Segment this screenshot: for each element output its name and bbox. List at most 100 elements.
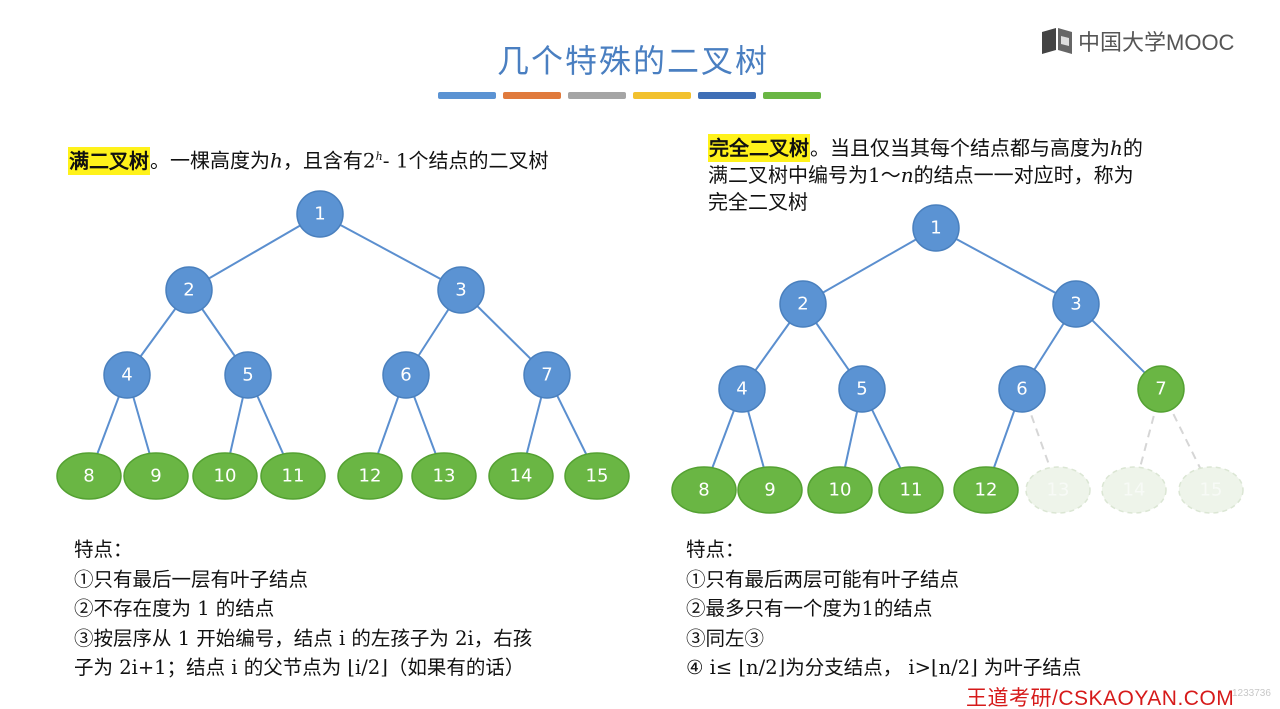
var-h: h xyxy=(270,148,283,173)
tree-node: 6 xyxy=(998,365,1046,413)
var-h: h xyxy=(1110,136,1123,160)
node-label: 4 xyxy=(736,379,747,400)
node-shape xyxy=(56,452,122,500)
tree-edge xyxy=(935,227,1077,305)
node-shape xyxy=(912,204,960,252)
node-label: 5 xyxy=(856,379,867,400)
notes-line: ③同左③ xyxy=(686,626,765,650)
node-shape xyxy=(1101,466,1167,514)
node-label: 8 xyxy=(698,480,709,501)
tree-node: 3 xyxy=(1052,280,1100,328)
node-shape xyxy=(838,365,886,413)
tree-node: 4 xyxy=(718,365,766,413)
notes-line: 子为 2i+1；结点 i 的父节点为 ⌊i/2⌋（如果有的话） xyxy=(74,656,525,679)
footer-watermark: 1233736 xyxy=(1232,688,1271,699)
node-shape xyxy=(807,466,873,514)
node-shape xyxy=(382,351,430,399)
tree-node: 9 xyxy=(737,466,803,514)
tree-node: 1 xyxy=(296,190,344,238)
title-stripe xyxy=(763,92,821,99)
node-label: 6 xyxy=(1016,379,1027,400)
node-label: 14 xyxy=(510,466,533,487)
node-shape xyxy=(165,266,213,314)
definition-text: 的 xyxy=(1122,136,1143,160)
tree-node: 2 xyxy=(779,280,827,328)
tree-node: 3 xyxy=(437,266,485,314)
tree-node: 12 xyxy=(337,452,403,500)
node-shape xyxy=(192,452,258,500)
tree-edge xyxy=(319,213,462,291)
node-label: 12 xyxy=(359,466,382,487)
definition-text: 的结点一一对应时，称为 xyxy=(913,163,1134,187)
node-label: 15 xyxy=(1200,480,1223,501)
node-label: 9 xyxy=(764,480,775,501)
node-shape xyxy=(1025,466,1091,514)
tree-node: 11 xyxy=(260,452,326,500)
node-shape xyxy=(296,190,344,238)
title-stripe xyxy=(698,92,756,99)
node-label: 6 xyxy=(400,365,411,386)
full-tree-properties: 特点： ①只有最后一层有叶子结点 ②不存在度为 1 的结点 ③按层序从 1 开始… xyxy=(74,535,532,683)
node-label: 2 xyxy=(183,280,194,301)
node-shape xyxy=(1052,280,1100,328)
node-label: 7 xyxy=(541,365,552,386)
node-shape xyxy=(123,452,189,500)
complete-tree-properties: 特点： ①只有最后两层可能有叶子结点 ②最多只有一个度为1的结点 ③同左③ ④ … xyxy=(686,535,1081,683)
tree-node: 10 xyxy=(807,466,873,514)
tree-node: 10 xyxy=(192,452,258,500)
notes-line: ②最多只有一个度为1的结点 xyxy=(686,597,933,620)
node-label: 7 xyxy=(1155,379,1166,400)
tree-edge xyxy=(188,213,321,291)
tree-node: 7 xyxy=(1137,365,1185,413)
node-shape xyxy=(337,452,403,500)
title-stripe xyxy=(438,92,496,99)
title-stripe xyxy=(633,92,691,99)
title-stripe xyxy=(568,92,626,99)
node-label: 3 xyxy=(455,280,466,301)
node-shape xyxy=(718,365,766,413)
definition-text: 。一棵高度为 xyxy=(150,148,270,173)
node-shape xyxy=(488,452,554,500)
tree-node: 4 xyxy=(103,351,151,399)
node-label: 12 xyxy=(975,480,998,501)
mooc-logo-text: 中国大学MOOC xyxy=(1078,30,1235,55)
notes-line: 特点： xyxy=(74,538,133,561)
node-shape xyxy=(737,466,803,514)
node-label: 11 xyxy=(282,466,305,487)
notes-line: ①只有最后一层有叶子结点 xyxy=(74,567,309,591)
complete-tree-definition: 完全二叉树。当且仅当其每个结点都与高度为h的 满二叉树中编号为1～n的结点一一对… xyxy=(708,134,1143,216)
tree-node: 8 xyxy=(56,452,122,500)
tree-node: 12 xyxy=(953,466,1019,514)
node-label: 4 xyxy=(121,365,132,386)
node-label: 10 xyxy=(214,466,237,487)
definition-text: - 1个结点的二叉树 xyxy=(382,148,549,173)
node-shape xyxy=(953,466,1019,514)
var-n: n xyxy=(900,163,914,187)
definition-line-2: 满二叉树中编号为1～n的结点一一对应时，称为 xyxy=(708,162,1143,189)
node-label: 3 xyxy=(1070,294,1081,315)
mooc-logo: 中国大学MOOC xyxy=(1040,25,1234,57)
tree-node: 5 xyxy=(838,365,886,413)
definition-text: ，且含有2 xyxy=(282,148,376,173)
node-label: 13 xyxy=(1047,480,1070,501)
node-label: 8 xyxy=(83,466,94,487)
definition-text: 满二叉树中编号为1～ xyxy=(708,163,901,187)
node-label: 10 xyxy=(829,480,852,501)
notes-line: ①只有最后两层可能有叶子结点 xyxy=(686,567,960,591)
definition-line-1: 完全二叉树。当且仅当其每个结点都与高度为h的 xyxy=(708,134,1143,162)
node-shape xyxy=(998,365,1046,413)
definition-text: 。当且仅当其每个结点都与高度为 xyxy=(810,136,1110,160)
node-label: 1 xyxy=(314,204,325,225)
node-label: 9 xyxy=(150,466,161,487)
complete-tree-term: 完全二叉树 xyxy=(708,134,810,162)
tree-node-ghost: 13 xyxy=(1025,466,1091,514)
node-shape xyxy=(260,452,326,500)
node-shape xyxy=(523,351,571,399)
tree-node: 6 xyxy=(382,351,430,399)
node-shape xyxy=(564,452,630,500)
node-label: 2 xyxy=(797,294,808,315)
node-shape xyxy=(1178,466,1244,514)
definition-line-3: 完全二叉树 xyxy=(708,190,808,214)
